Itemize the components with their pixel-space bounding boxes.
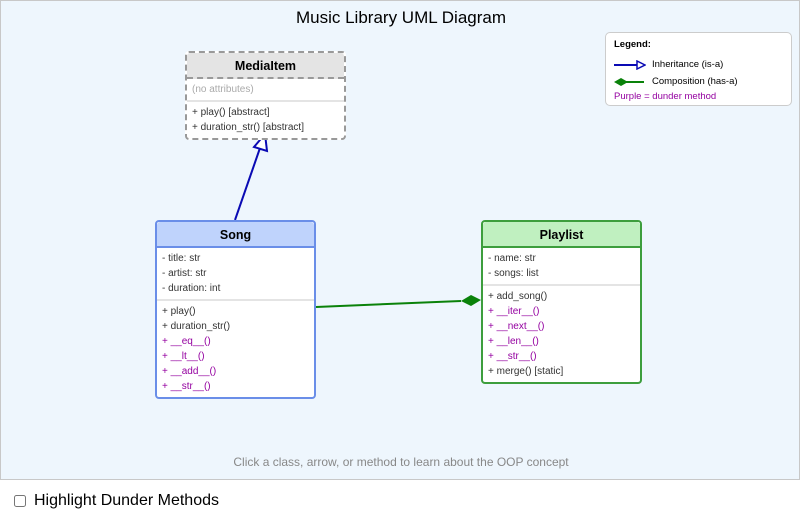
diagram-title: Music Library UML Diagram — [295, 8, 507, 27]
class-name: Song — [157, 222, 314, 248]
inheritance-arrow[interactable] — [234, 131, 269, 221]
attribute: - artist: str — [162, 268, 207, 279]
legend-dunder-note: Purple = dunder method — [614, 91, 717, 102]
method[interactable]: + play() — [162, 306, 196, 317]
no-attributes-label: (no attributes) — [192, 84, 254, 95]
attributes-section: - name: str - songs: list — [483, 248, 640, 284]
dunder-method[interactable]: + __iter__() — [488, 306, 540, 317]
dunder-method[interactable]: + __len__() — [488, 336, 539, 347]
methods-section: + add_song() + __iter__() + __next__() +… — [483, 284, 640, 382]
class-song[interactable]: Song - title: str - artist: str - durati… — [155, 220, 316, 399]
attribute: - title: str — [162, 253, 201, 264]
dunder-method[interactable]: + __str__() — [488, 351, 537, 362]
attributes-section: (no attributes) — [187, 79, 344, 100]
highlight-dunder-label[interactable]: Highlight Dunder Methods — [34, 491, 219, 509]
method[interactable]: + duration_str() [abstract] — [192, 122, 304, 133]
methods-section: + play() [abstract] + duration_str() [ab… — [187, 100, 344, 138]
methods-section: + play() + duration_str() + __eq__() + _… — [157, 299, 314, 397]
diagram-canvas: Music Library UML Diagram MediaItem (no … — [0, 0, 800, 480]
class-name: MediaItem — [187, 53, 344, 79]
method[interactable]: + merge() [static] — [488, 366, 564, 377]
legend-label: Inheritance (is-a) — [652, 59, 724, 70]
legend-title: Legend: — [614, 39, 651, 50]
dunder-method[interactable]: + __lt__() — [162, 351, 205, 362]
attributes-section: - title: str - artist: str - duration: i… — [157, 248, 314, 299]
method[interactable]: + play() [abstract] — [192, 107, 270, 118]
dunder-method[interactable]: + __eq__() — [162, 336, 211, 347]
legend-item-composition: Composition (has-a) — [614, 73, 783, 90]
attribute: - name: str — [488, 253, 536, 264]
controls-bar: Highlight Dunder Methods — [0, 481, 800, 520]
method[interactable]: + add_song() — [488, 291, 548, 302]
attribute: - duration: int — [162, 283, 221, 294]
composition-arrow[interactable] — [315, 295, 481, 308]
class-playlist[interactable]: Playlist - name: str - songs: list + add… — [481, 220, 642, 384]
legend-item-inheritance: Inheritance (is-a) — [614, 56, 783, 73]
dunder-method[interactable]: + __add__() — [162, 366, 217, 377]
hint-text: Click a class, arrow, or method to learn… — [233, 455, 569, 469]
dunder-method[interactable]: + __next__() — [488, 321, 545, 332]
class-mediaitem[interactable]: MediaItem (no attributes) + play() [abst… — [185, 51, 346, 140]
legend-label: Composition (has-a) — [652, 76, 738, 87]
attribute: - songs: list — [488, 268, 539, 279]
composition-diamond-icon — [614, 77, 644, 86]
dunder-method[interactable]: + __str__() — [162, 381, 211, 392]
method[interactable]: + duration_str() — [162, 321, 231, 332]
inheritance-arrow-icon — [614, 59, 646, 70]
legend: Legend: Inheritance (is-a) Composition (… — [605, 32, 792, 106]
highlight-dunder-checkbox[interactable] — [14, 494, 26, 507]
class-name: Playlist — [483, 222, 640, 248]
